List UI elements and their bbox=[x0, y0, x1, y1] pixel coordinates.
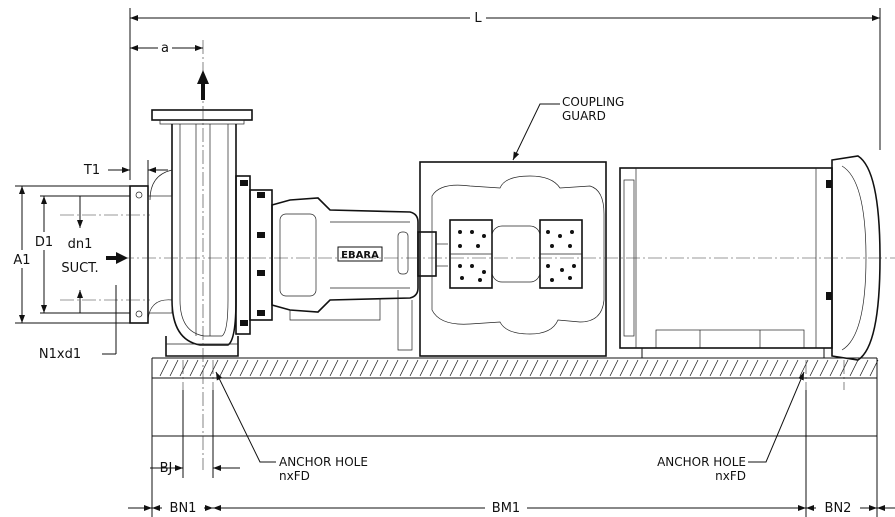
bearing-frame bbox=[271, 197, 448, 351]
dim-A1-label: A1 bbox=[13, 253, 30, 268]
coupling-bolt bbox=[458, 230, 462, 234]
dim-BJ-label: BJ bbox=[160, 461, 173, 476]
anchor-hole-right-label-2: nxFD bbox=[715, 469, 746, 483]
coupling-bolt bbox=[550, 244, 554, 248]
coupling-bolt bbox=[568, 244, 572, 248]
coupling-guard bbox=[419, 161, 607, 357]
dim-BN1-label: BN1 bbox=[170, 501, 197, 516]
dim-T1-label: T1 bbox=[83, 163, 100, 178]
coupling-bolt bbox=[560, 268, 564, 272]
centerlines bbox=[60, 40, 895, 470]
dim-BM1-label: BM1 bbox=[492, 501, 520, 516]
anchor-hole-left-label-1: ANCHOR HOLE bbox=[279, 455, 368, 469]
coupling-bolt bbox=[550, 278, 554, 282]
coupling-bolt bbox=[572, 264, 576, 268]
dim-BN2-label: BN2 bbox=[825, 501, 852, 516]
dim-a-label: a bbox=[161, 41, 169, 56]
coupling-bolt bbox=[476, 244, 480, 248]
coupling-bolt bbox=[568, 276, 572, 280]
pump-casing bbox=[129, 109, 273, 357]
coupling-bolt bbox=[546, 264, 550, 268]
baseplate bbox=[151, 357, 879, 437]
coupling-guard-label-1: COUPLING bbox=[562, 95, 624, 109]
coupling-bolt bbox=[470, 264, 474, 268]
coupling-bolt bbox=[546, 230, 550, 234]
discharge-flow-arrow bbox=[197, 70, 209, 100]
dim-D1-label: D1 bbox=[35, 235, 53, 250]
suction-flow-arrow bbox=[106, 252, 128, 264]
ebara-logo-text: EBARA bbox=[341, 250, 379, 261]
anchor-hole-right-label-1: ANCHOR HOLE bbox=[657, 455, 746, 469]
dim-L-label: L bbox=[474, 11, 482, 26]
coupling-bolt bbox=[478, 278, 482, 282]
coupling-bolt bbox=[482, 270, 486, 274]
dimension-labels: L a T1 D1 dn1 SUCT. A1 N1xd1 BJ BN1 BM1 … bbox=[13, 11, 851, 516]
coupling-bolt bbox=[558, 234, 562, 238]
dimension-lines bbox=[15, 8, 895, 517]
flow-arrows bbox=[106, 70, 209, 264]
coupling-bolt bbox=[458, 264, 462, 268]
coupling-bolt bbox=[570, 230, 574, 234]
coupling-bolt bbox=[460, 276, 464, 280]
coupling-guard-label-2: GUARD bbox=[562, 109, 606, 123]
coupling-bolt bbox=[482, 234, 486, 238]
anchor-hole-left-label-2: nxFD bbox=[279, 469, 310, 483]
coupling-bolt bbox=[458, 244, 462, 248]
suction-label: SUCT. bbox=[61, 261, 98, 276]
ebara-logo: EBARA bbox=[337, 246, 383, 262]
dim-dn1-label: dn1 bbox=[68, 237, 93, 252]
dim-N1xd1-label: N1xd1 bbox=[39, 347, 81, 362]
coupling-bolt bbox=[470, 230, 474, 234]
